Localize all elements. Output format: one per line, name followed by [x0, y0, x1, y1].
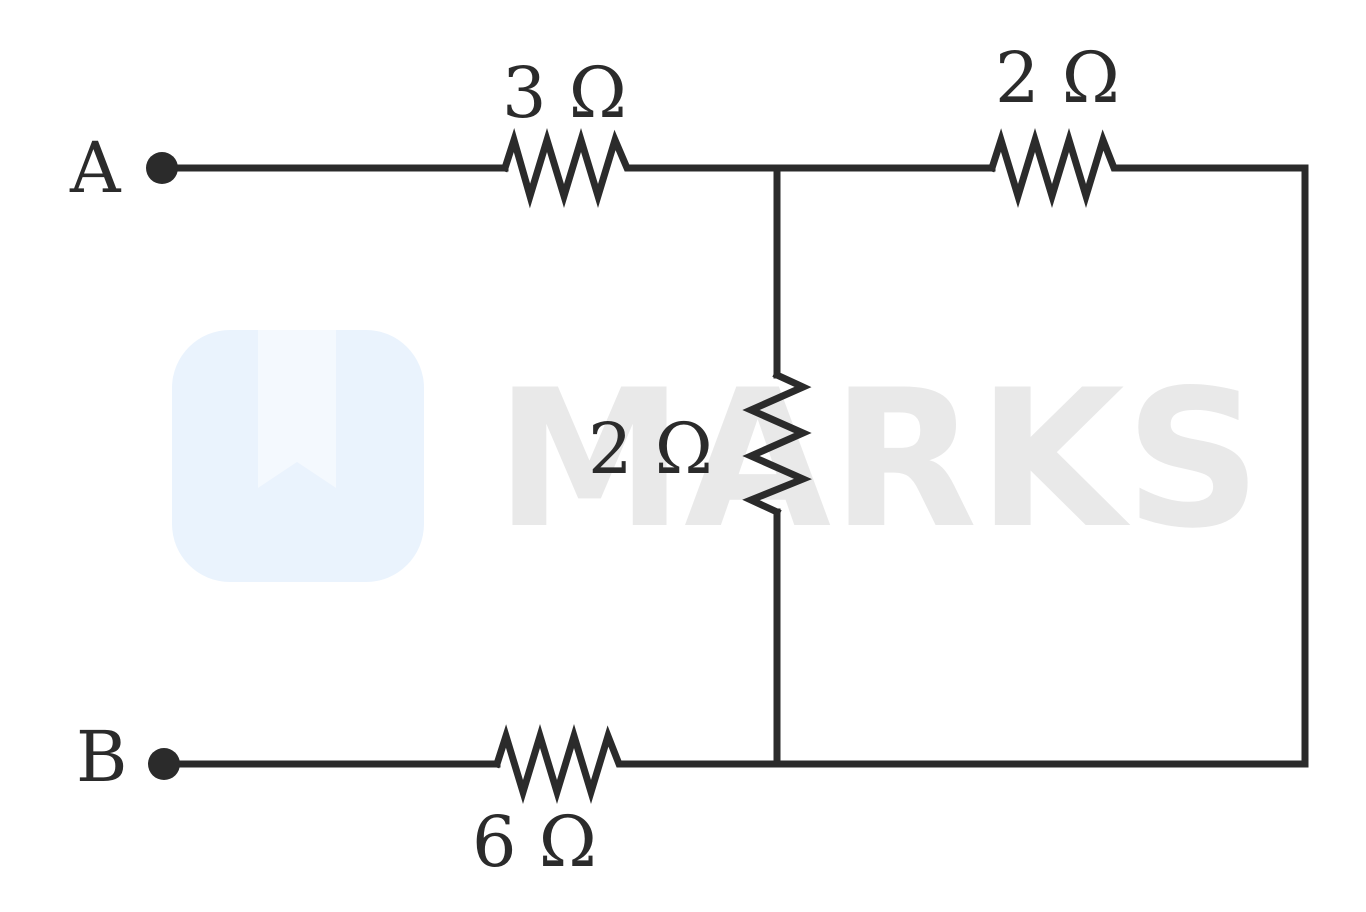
terminal-b-dot	[148, 748, 180, 780]
watermark-text: MARKS	[495, 349, 1262, 570]
resistor-2-ohm-top-label: 2 Ω	[995, 37, 1120, 119]
resistor-2-ohm-middle	[742, 370, 812, 517]
resistor-3-ohm	[500, 127, 639, 209]
resistor-2-ohm-top	[987, 127, 1126, 209]
resistor-3-ohm-label: 3 Ω	[502, 52, 627, 134]
wire-right-loop	[773, 164, 1309, 768]
terminal-a-label: A	[69, 127, 122, 209]
resistor-6-ohm	[492, 723, 631, 805]
watermark-bookmark-icon	[258, 330, 336, 488]
terminal-a-dot	[146, 152, 178, 184]
wires	[158, 164, 1309, 768]
resistor-6-ohm-label: 6 Ω	[472, 801, 597, 883]
resistor-2-ohm-middle-label: 2 Ω	[588, 408, 713, 490]
resistors	[492, 127, 1126, 805]
watermark: MARKS	[172, 330, 1262, 582]
terminal-b-label: B	[76, 716, 127, 798]
